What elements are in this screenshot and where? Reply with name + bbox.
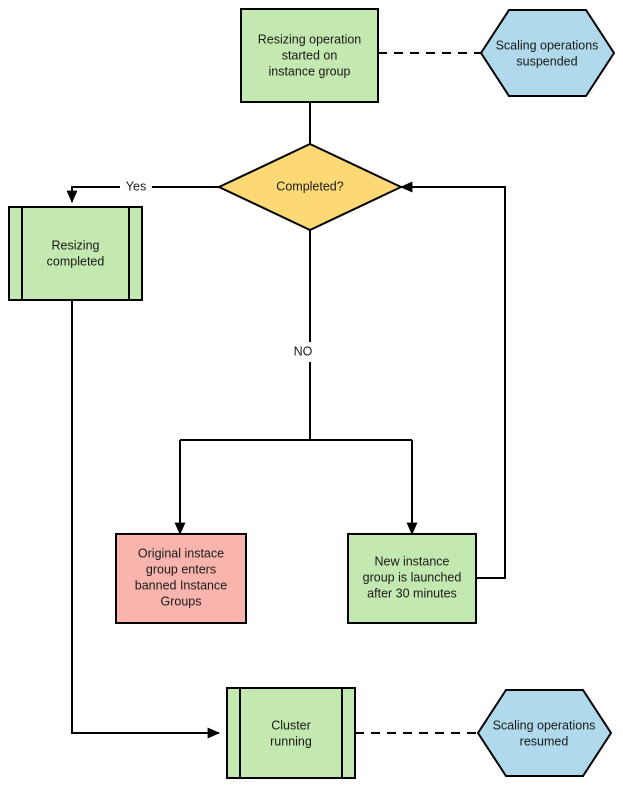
node-original-banned[interactable]: Original instace group enters banned Ins… <box>115 533 247 624</box>
edge-label-no: NO <box>289 342 315 362</box>
resizing-started-line-3: instance group <box>268 64 350 78</box>
node-scaling-suspended[interactable]: Scaling operations suspended <box>479 9 616 97</box>
scaling-suspended-line-2: suspended <box>516 54 577 68</box>
completed-decision-label: Completed? <box>276 179 343 193</box>
node-scaling-resumed[interactable]: Scaling operations resumed <box>476 689 613 777</box>
new-instance-group-box <box>347 533 477 624</box>
scaling-suspended-line-1: Scaling operations <box>496 38 599 52</box>
connector-decision-yes-to-resizing-completed <box>66 186 225 203</box>
resizing-completed-line-1: Resizing <box>52 238 100 252</box>
resizing-started-line-2: started on <box>282 48 338 62</box>
node-cluster-running[interactable]: Cluster running <box>226 687 356 779</box>
completed-decision-diamond <box>216 142 404 232</box>
scaling-suspended-hexagon <box>479 9 616 97</box>
new-instance-group-line-1: New instance <box>374 554 449 568</box>
resizing-completed-box <box>8 206 143 301</box>
edge-label-no-text: NO <box>294 344 313 358</box>
new-instance-group-line-2: group is launched <box>363 570 462 584</box>
original-banned-line-2: group enters <box>146 562 216 576</box>
new-instance-group-line-3: after 30 minutes <box>367 586 457 600</box>
resizing-started-line-1: Resizing operation <box>258 32 362 46</box>
connector-new-instance-group-back-to-decision <box>400 181 506 579</box>
node-completed-decision[interactable]: Completed? <box>216 142 404 232</box>
edge-label-yes-text: Yes <box>126 179 146 193</box>
original-banned-box <box>115 533 247 624</box>
scaling-resumed-line-1: Scaling operations <box>493 718 596 732</box>
resizing-started-box <box>240 8 379 103</box>
cluster-running-line-1: Cluster <box>271 718 311 732</box>
original-banned-line-3: banned Instance <box>135 578 227 592</box>
node-resizing-started[interactable]: Resizing operation started on instance g… <box>240 8 379 103</box>
scaling-resumed-hexagon <box>476 689 613 777</box>
node-new-instance-group[interactable]: New instance group is launched after 30 … <box>347 533 477 624</box>
original-banned-line-4: Groups <box>161 594 202 608</box>
original-banned-line-1: Original instace <box>138 546 224 560</box>
edge-label-yes: Yes <box>120 177 152 197</box>
resizing-completed-line-2: completed <box>47 254 105 268</box>
cluster-running-line-2: running <box>270 734 312 748</box>
connector-resizing-completed-to-cluster-running <box>71 300 220 739</box>
cluster-running-box <box>226 687 356 779</box>
node-resizing-completed[interactable]: Resizing completed <box>8 206 143 301</box>
scaling-resumed-line-2: resumed <box>520 734 569 748</box>
